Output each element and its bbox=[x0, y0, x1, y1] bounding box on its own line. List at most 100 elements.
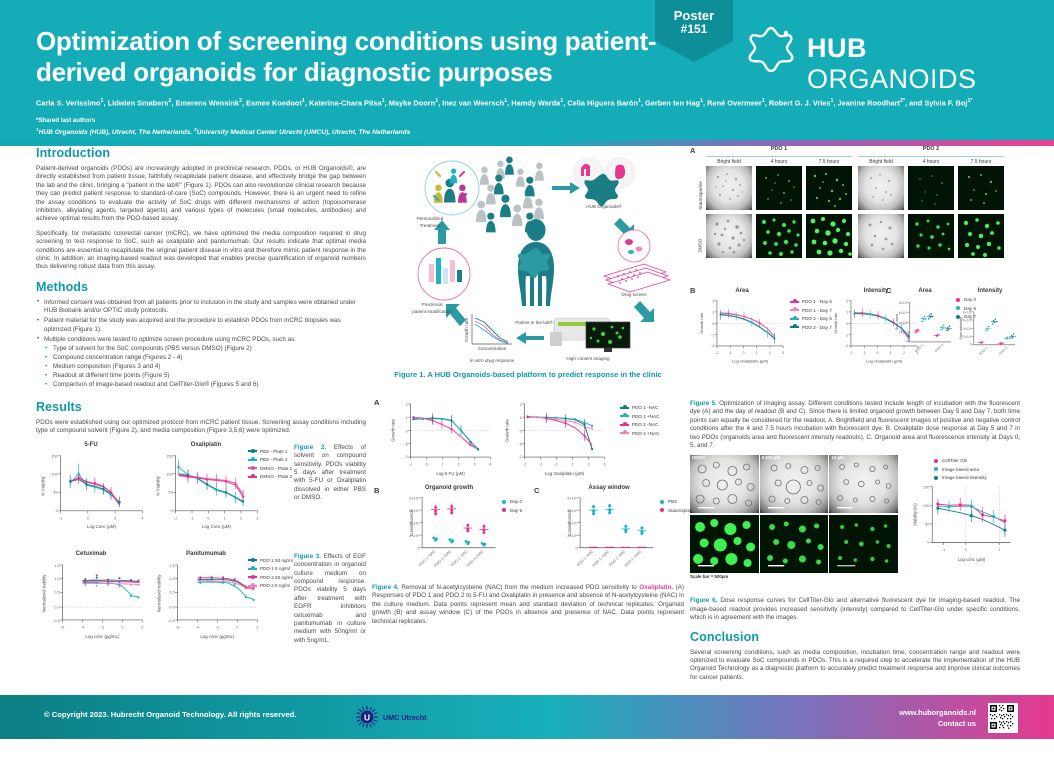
methods-sub-list: Type of solvent for the SoC compounds (P… bbox=[44, 345, 366, 390]
figure-caption-part1: Removal of N-acetylcysteine (NAC) from t… bbox=[401, 584, 640, 591]
svg-text:1: 1 bbox=[224, 515, 227, 520]
fig6-legend: CellTiter Glo Image based area Image bas… bbox=[932, 457, 987, 483]
svg-text:Growth rate: Growth rate bbox=[699, 312, 704, 334]
page-title: Optimization of screening conditions usi… bbox=[36, 26, 657, 87]
fig5a-group-label-2: PDO 2 bbox=[922, 146, 940, 152]
legend-label: PDO 2 - Day 5 bbox=[802, 316, 832, 321]
legend-entry: Image based intensity bbox=[932, 474, 987, 481]
legend-label: DMSO - Plate 2 bbox=[260, 474, 293, 480]
node-label: In vitro drug response bbox=[470, 358, 515, 363]
figure-1-caption: Figure 1. A HUB Organoids-based platform… bbox=[394, 370, 662, 379]
figure-2-caption: Figure 2. Effects of solvent on compound… bbox=[294, 444, 366, 503]
legend-swatch bbox=[248, 448, 257, 453]
legend-label: Day 5 bbox=[510, 507, 523, 513]
svg-text:-1: -1 bbox=[409, 462, 413, 467]
svg-text:PDO 1: PDO 1 bbox=[978, 346, 988, 356]
svg-text:0: 0 bbox=[846, 322, 848, 326]
legend-swatch bbox=[502, 508, 506, 512]
legend-entry: DMSO - Plate 2 bbox=[248, 473, 292, 480]
node-label: Preclinical bbox=[422, 302, 443, 307]
legend-entry: Staurosporine bbox=[658, 507, 697, 514]
hub-logo-text: HUB ORGANOIDS bbox=[807, 33, 977, 94]
svg-text:0: 0 bbox=[575, 547, 577, 551]
svg-text:0: 0 bbox=[927, 540, 930, 545]
contact-us-link[interactable]: Contact us bbox=[937, 719, 976, 728]
legend-label: PDO 2 50 ng/ml bbox=[260, 574, 293, 580]
svg-text:-1: -1 bbox=[539, 462, 543, 467]
svg-text:-1: -1 bbox=[190, 515, 194, 520]
microscopy-brightfield-image: 0.625 µM bbox=[759, 455, 829, 514]
microscopy-fluorescent-image bbox=[908, 214, 954, 258]
fig5a-col-label: 4 hours bbox=[770, 159, 788, 165]
svg-text:2: 2 bbox=[256, 624, 258, 629]
svg-text:Normalized viability: Normalized viability bbox=[41, 573, 46, 611]
svg-text:4×10⁴: 4×10⁴ bbox=[567, 521, 577, 525]
legend-label: Day 0 bbox=[964, 297, 977, 302]
legend-entry: PDO 2 50 ng/ml bbox=[248, 574, 293, 581]
microscopy-fluorescent-image bbox=[756, 214, 802, 258]
arrow-icon bbox=[516, 332, 544, 344]
svg-text:Log conc (µM): Log conc (µM) bbox=[958, 558, 986, 563]
svg-text:6×10⁵: 6×10⁵ bbox=[899, 311, 909, 315]
svg-text:2: 2 bbox=[406, 402, 408, 407]
node-drug-screen: Drug screen bbox=[602, 229, 672, 297]
legend-entry: DMSO - Plate 1 bbox=[248, 465, 292, 472]
legend-label: PDO 2 - Day 7 bbox=[802, 324, 832, 330]
svg-text:8×10⁴: 8×10⁴ bbox=[409, 496, 419, 500]
node-label: patient stratification bbox=[412, 309, 452, 314]
legend-entry: PDO 2 -NAC bbox=[620, 421, 659, 428]
legend-swatch bbox=[790, 315, 799, 320]
intro-paragraph-1: Patient-derived organoids (PDOs) are inc… bbox=[36, 165, 366, 223]
svg-text:-2: -2 bbox=[715, 351, 718, 355]
svg-text:PDO 2 +NAC: PDO 2 +NAC bbox=[466, 549, 485, 568]
node-label: Patient in the lab® bbox=[515, 319, 553, 325]
svg-text:1: 1 bbox=[756, 351, 758, 355]
svg-text:100: 100 bbox=[923, 504, 930, 509]
fig5a-col-label: 7.5 hours bbox=[818, 159, 840, 165]
legend-entry: Day 0 bbox=[500, 498, 522, 505]
results-paragraph: PDOs were established using our optimize… bbox=[36, 418, 366, 435]
svg-text:-1: -1 bbox=[729, 351, 732, 355]
svg-text:-1: -1 bbox=[942, 547, 945, 552]
chart-svg: 1.51.00.5 0.0-0.5 -6-4-2 bbox=[41, 562, 143, 638]
svg-text:Sum intensity: Sum intensity bbox=[959, 317, 963, 340]
website-url[interactable]: www.huborganoids.nl bbox=[899, 708, 976, 717]
fig4-legend-c: PBS Staurosporine bbox=[658, 498, 697, 515]
microscopy-brightfield-image bbox=[858, 214, 904, 258]
svg-text:Sum area: Sum area bbox=[895, 313, 899, 330]
legend-label: PDO 1 - Day 5 bbox=[802, 299, 832, 304]
poster-header: Optimization of screening conditions usi… bbox=[0, 0, 1054, 140]
svg-text:1: 1 bbox=[520, 415, 523, 420]
hub-organoids-logo: HUB ORGANOIDS bbox=[745, 22, 1020, 94]
figure-caption-text: Dose response curves for CellTiter-Glo a… bbox=[690, 597, 1020, 622]
group-underline bbox=[858, 156, 1004, 158]
svg-text:-4: -4 bbox=[196, 624, 200, 629]
image-condition-label: 10 µM bbox=[831, 455, 844, 461]
svg-text:1.0: 1.0 bbox=[169, 576, 175, 581]
figure-caption-text: Effects of EGF concentration in organoid… bbox=[294, 552, 366, 644]
legend-swatch bbox=[956, 297, 960, 302]
figure-6-caption: Figure 6. Dose response curves for CellT… bbox=[690, 597, 1020, 622]
svg-text:50: 50 bbox=[168, 489, 173, 494]
section-heading-methods: Methods bbox=[36, 279, 89, 294]
figure-4-panel-b-label: B bbox=[374, 486, 380, 495]
svg-text:4: 4 bbox=[141, 515, 144, 520]
svg-text:-2: -2 bbox=[523, 462, 527, 467]
chart-svg: 1.51.00.5 0.0-0.5 -6-4-2 bbox=[156, 562, 258, 638]
svg-text:0: 0 bbox=[970, 343, 972, 347]
legend-entry: PDO 2 +NAC bbox=[620, 430, 659, 437]
qr-code[interactable] bbox=[988, 703, 1018, 733]
figure-caption-title: Figure 5. bbox=[690, 400, 717, 407]
fig5a-col-label: Bright field bbox=[717, 159, 741, 165]
microscopy-fluorescent-image bbox=[908, 166, 954, 210]
